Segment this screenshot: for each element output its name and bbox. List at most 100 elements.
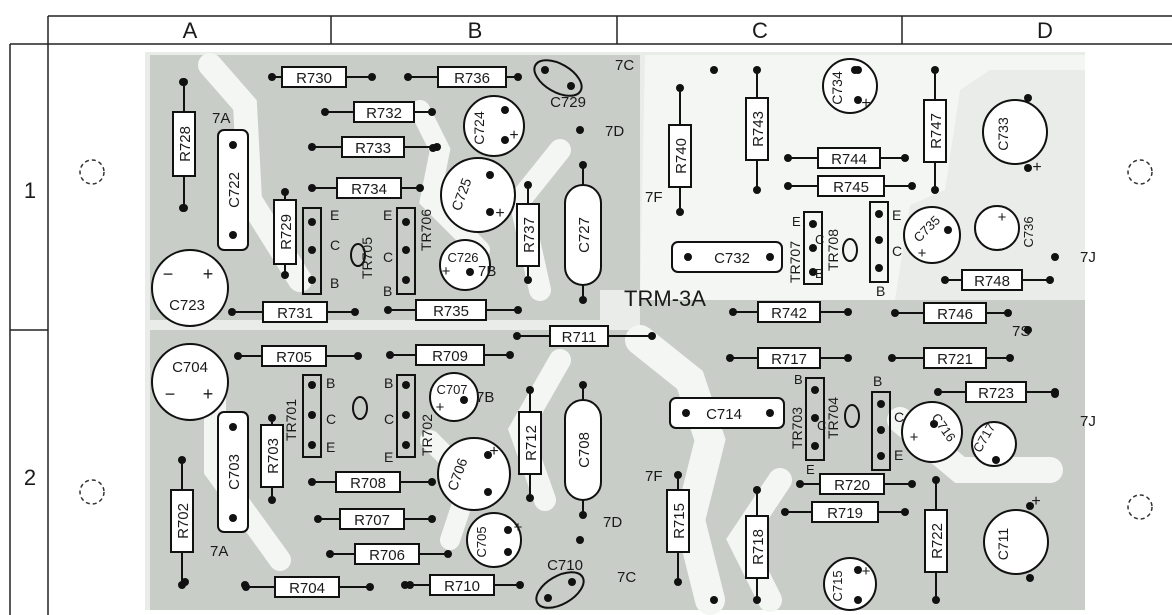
plus-sign: + — [203, 384, 214, 404]
plus-sign: + — [1032, 159, 1041, 176]
pin-b-label: B — [384, 375, 393, 391]
test-point-7d: 7D — [605, 123, 624, 140]
pin-c-label: C — [817, 418, 826, 433]
resistor-r720: R720 — [796, 473, 916, 495]
resistor-label: R712 — [523, 425, 540, 461]
board-title: TRM-3A — [624, 286, 706, 311]
resistor-label: R711 — [562, 329, 597, 346]
resistor-label: R705 — [276, 349, 312, 366]
capacitor-label: C707 — [436, 382, 467, 397]
resistor-label: R736 — [454, 70, 490, 87]
capacitor-label: C714 — [706, 406, 742, 423]
capacitor-c733: C733 + — [982, 94, 1048, 176]
capacitor-c723: − + C723 — [151, 249, 229, 327]
capacitor-c705: C705 + — [466, 512, 523, 568]
trace-gap — [625, 325, 726, 615]
minus-sign: − — [163, 264, 174, 284]
capacitor-c716: C716 + — [901, 401, 963, 463]
pin-c-label: C — [326, 411, 336, 427]
plus-sign: + — [436, 399, 445, 416]
resistor-label: R748 — [974, 273, 1010, 290]
resistor-r729: R729 — [273, 188, 297, 279]
resistor-r745: R745 — [784, 175, 916, 197]
transistor-tr702: B C E TR702 — [384, 374, 435, 465]
resistor-label: R728 — [177, 126, 194, 162]
capacitor-label: C733 — [995, 117, 1011, 151]
capacitor-c736: + C736 — [974, 205, 1036, 251]
resistor-label: R742 — [771, 305, 807, 322]
pin-e-label: E — [792, 214, 801, 229]
resistor-r746: R746 — [891, 302, 1012, 324]
transistor-tr706: E C B TR706 — [383, 207, 434, 299]
transistor-label: TR707 — [787, 241, 803, 283]
capacitor-label: C729 — [550, 94, 586, 111]
mounting-hole-icon — [79, 479, 105, 505]
capacitor-c726: C726 + — [439, 239, 491, 291]
transistor-tr703: B C E TR703 — [789, 372, 826, 477]
capacitor-label: C723 — [169, 297, 205, 314]
test-point-7b: 7B — [476, 389, 494, 406]
capacitor-c711: C711 + — [983, 493, 1049, 582]
resistor-label: R733 — [355, 140, 391, 157]
capacitor-c724: C724 + — [463, 95, 525, 157]
test-point-7f: 7F — [645, 189, 663, 206]
minus-sign: − — [165, 384, 176, 404]
pin-b-label: B — [876, 283, 885, 299]
mounting-hole-icon — [1127, 494, 1153, 520]
plus-sign: + — [1031, 493, 1040, 510]
resistor-label: R709 — [432, 348, 468, 365]
capacitor-c725: C725 + — [440, 157, 516, 233]
pin-e-label: E — [894, 447, 903, 463]
plus-sign: + — [489, 443, 498, 460]
transistor-tr704: B C E TR704 — [825, 373, 904, 471]
test-points: 7A 7B 7C 7D 7F 7J 7S 7B 7C 7D 7F 7J 7A — [210, 57, 1096, 586]
transistor-label: TR702 — [419, 414, 435, 456]
capacitor-c727: C727 — [564, 161, 602, 304]
pin-b-label: B — [873, 373, 882, 389]
column-labels: A B C D — [183, 18, 1053, 43]
test-point-7a: 7A — [210, 543, 228, 560]
mounting-hole-icon — [79, 159, 105, 185]
resistor-label: R702 — [175, 503, 192, 539]
transistor-tr708: E C B TR708 — [825, 201, 902, 299]
transistor-tr707: E C B TR707 — [787, 211, 824, 285]
resistor-r737: R737 — [516, 181, 540, 284]
pin-c-label: C — [384, 411, 394, 427]
capacitor-label: C727 — [576, 217, 593, 253]
transistor-label: TR705 — [359, 237, 375, 279]
resistor-r710: R710 — [401, 574, 524, 596]
misc-pads — [179, 66, 1059, 604]
resistor-r718: R718 — [745, 486, 769, 604]
test-point-7c: 7C — [617, 569, 636, 586]
resistor-r715: R715 — [666, 471, 690, 586]
resistor-label: R710 — [444, 578, 480, 595]
pin-e-label: E — [330, 207, 339, 223]
resistor-r747: R747 — [923, 66, 947, 194]
resistor-label: R707 — [354, 512, 390, 529]
capacitor-c708: C708 — [564, 381, 602, 519]
transistor-label: TR704 — [825, 397, 841, 439]
plus-sign: + — [862, 563, 871, 580]
mounting-hole-icon — [1127, 159, 1153, 185]
resistor-label: R745 — [833, 179, 869, 196]
capacitor-c732: C732 — [671, 241, 783, 273]
resistor-r735: R735 — [384, 299, 522, 321]
capacitor-c706: C706 + — [437, 437, 511, 511]
resistor-label: R735 — [433, 303, 469, 320]
pin-c-label: C — [330, 237, 340, 253]
resistor-label: R740 — [673, 138, 690, 174]
resistor-r703: R703 — [260, 414, 284, 504]
transistor-label: TR701 — [283, 399, 299, 441]
plus-sign: + — [910, 429, 919, 446]
capacitor-label: C736 — [1021, 216, 1036, 247]
trace-gap — [726, 468, 792, 612]
capacitor-c715: C715 + — [823, 557, 877, 611]
mounting-holes — [79, 159, 1153, 520]
capacitor-label: C715 — [830, 570, 845, 601]
resistor-r717: R717 — [726, 347, 852, 369]
pin-b-label: B — [815, 266, 824, 281]
resistor-r734: R734 — [308, 177, 424, 199]
capacitor-c722: C722 — [217, 129, 249, 251]
resistor-r708: R708 — [308, 471, 436, 493]
resistor-label: R717 — [771, 351, 807, 368]
